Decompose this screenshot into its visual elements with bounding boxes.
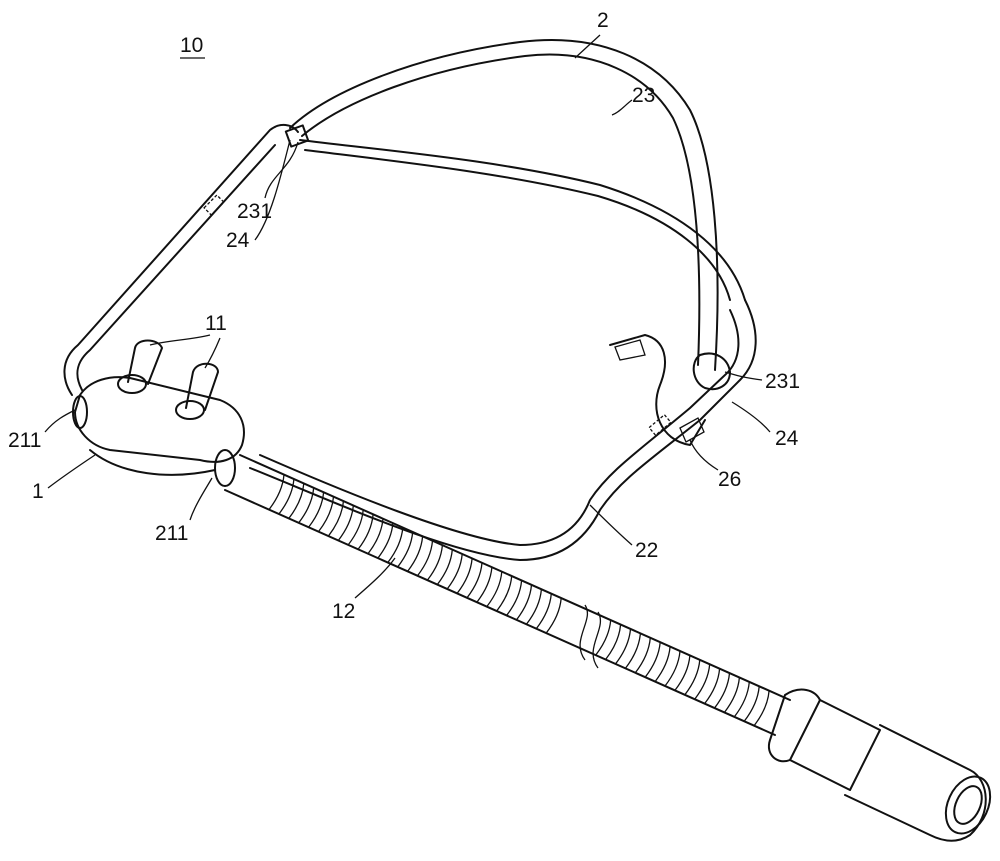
tube-ridge: [387, 527, 404, 563]
tube-ridge: [614, 628, 632, 665]
tube-ridge: [753, 690, 770, 727]
arrow-buckle-right: [731, 401, 771, 433]
lower-strap: [63, 124, 757, 561]
label-headgear: 2: [597, 9, 609, 32]
tube-ridge: [605, 624, 622, 660]
label-upper-strap: 23: [632, 84, 655, 107]
clip-right: [692, 352, 731, 391]
tube-ridge: [733, 681, 750, 718]
cannula-body: [72, 339, 245, 487]
tube-ridge: [466, 562, 483, 599]
label-body: 1: [32, 480, 44, 503]
tube-ridge: [347, 509, 364, 546]
tube-ridge: [704, 668, 721, 705]
fastener-tab: [609, 334, 706, 446]
tube-ridge: [446, 553, 463, 590]
tube-ridge: [268, 474, 285, 510]
label-clip-top: 231: [237, 200, 272, 223]
tube-ridge: [515, 584, 533, 621]
tube-ridge: [476, 567, 493, 603]
tube-ridge: [436, 549, 453, 585]
leader: [354, 557, 396, 599]
tube-ridge: [624, 633, 642, 669]
tube-ridge: [357, 514, 374, 550]
label-end-left: 211: [8, 429, 41, 452]
label-fastener: 26: [718, 468, 741, 491]
tube-ridge: [694, 664, 711, 700]
tube-ridge: [416, 540, 434, 577]
tube-ridge: [308, 492, 325, 528]
tube-ridge: [723, 677, 741, 713]
tube-ridge: [337, 505, 354, 541]
clip-top: [284, 124, 310, 148]
tube-ridge: [545, 598, 562, 634]
tube-ridge: [634, 637, 651, 674]
leader: [724, 371, 763, 381]
arrow-headgear: [574, 34, 601, 59]
tube-connector: [767, 688, 992, 842]
leader: [589, 504, 633, 546]
break-mark: [579, 604, 601, 669]
tube-ridge: [654, 646, 671, 682]
label-end-right: 211: [155, 522, 188, 545]
tube-ridge: [456, 558, 473, 594]
tube-ridge: [377, 523, 394, 559]
tube-ridge: [327, 501, 345, 537]
tube-ridge: [426, 545, 444, 581]
tube-ridge: [486, 571, 503, 608]
label-clip-right: 231: [765, 370, 800, 393]
arrow-buckle-top: [254, 139, 291, 241]
tube-ridge: [278, 478, 295, 515]
tube-ridge: [595, 620, 612, 656]
label-assembly: 10: [180, 34, 203, 57]
tube-ridge: [367, 518, 384, 555]
label-tube: 12: [332, 600, 355, 623]
corrugated-tube: [224, 454, 791, 736]
label-lower-strap: 22: [635, 539, 658, 562]
label-buckle-top: 24: [226, 229, 250, 252]
leader: [689, 439, 719, 471]
tube-ridge: [298, 487, 315, 524]
leader: [264, 141, 299, 199]
label-buckle-right: 24: [775, 427, 799, 450]
tube-ridge: [684, 659, 701, 696]
arrow-body: [47, 454, 96, 489]
tube-ridge: [288, 483, 305, 519]
tube-ridge: [674, 655, 691, 691]
leader: [44, 409, 76, 433]
leader: [149, 334, 221, 369]
tube-ridge: [664, 650, 681, 687]
leader: [189, 477, 213, 521]
upper-strap: [289, 38, 746, 371]
tube-ridge: [397, 531, 414, 568]
tube-ridge: [713, 672, 731, 709]
tube-ridge: [317, 496, 335, 533]
tube-ridge: [535, 593, 552, 630]
label-prongs: 11: [205, 312, 227, 335]
tube-ridge: [644, 642, 661, 678]
tube-ridge: [743, 686, 760, 722]
tube-ridge: [506, 580, 523, 616]
tube-ridge: [407, 536, 424, 572]
leader: [611, 99, 633, 116]
tube-ridge: [525, 589, 543, 625]
tube-ridge: [496, 575, 513, 612]
